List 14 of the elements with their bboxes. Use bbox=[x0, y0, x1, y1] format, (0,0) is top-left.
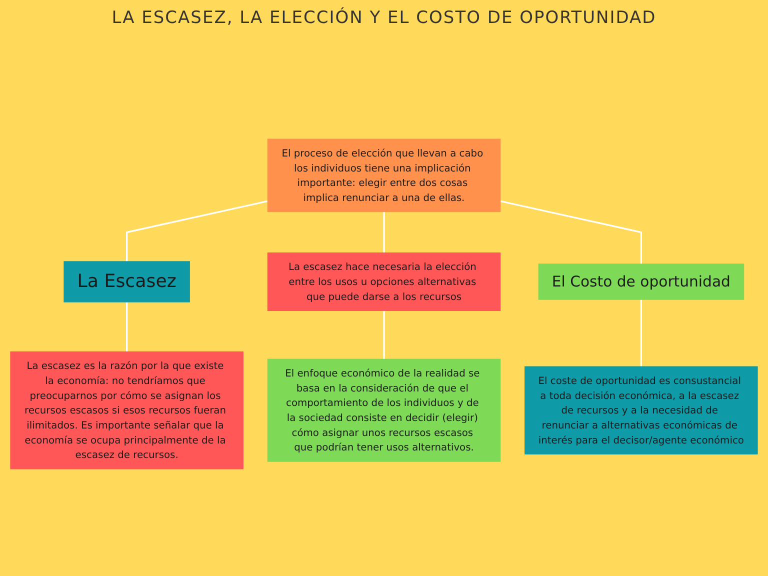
node-box: La escasez es la razón por la que existe la economía: no tendríamos que preocuparnos por cómo se asignan los recursos escasos si esos recursos fueran ilimitados. Es importante señalar que la economía se ocupa principalmente de la escasez de recursos. bbox=[10, 351, 244, 470]
diagram-title: LA ESCASEZ, LA ELECCIÓN Y EL COSTO DE OPORTUNIDAD bbox=[110, 8, 658, 28]
node-box: La escasez hace necesaria la elección entre los usos u opciones alternativas que puede darse a los recursos bbox=[267, 252, 501, 311]
connector bbox=[126, 200, 268, 262]
connector bbox=[383, 310, 385, 360]
node-box: El Costo de oportunidad bbox=[538, 264, 744, 300]
connector bbox=[640, 299, 642, 367]
node-box: El proceso de elección que llevan a cabo los individuos tiene una implicación importante: elegir entre dos cosas implica renunciar a una de ellas. bbox=[267, 138, 501, 212]
connector bbox=[500, 200, 642, 264]
connector bbox=[126, 302, 128, 352]
node-box: El enfoque económico de la realidad se basa en la consideración de que el comportamiento de los individuos y de la sociedad consiste en decidir (elegir) cómo asignar unos recursos escasos que podrían tener usos alternativos. bbox=[267, 358, 501, 462]
node-box: El coste de oportunidad es consustancial a toda decisión económica, a la escasez de recursos y a la necesidad de renunciar a alternativas económicas de interés para el decisor/agente económico bbox=[524, 366, 758, 454]
connector bbox=[383, 212, 385, 253]
node-box: La Escasez bbox=[64, 261, 190, 302]
